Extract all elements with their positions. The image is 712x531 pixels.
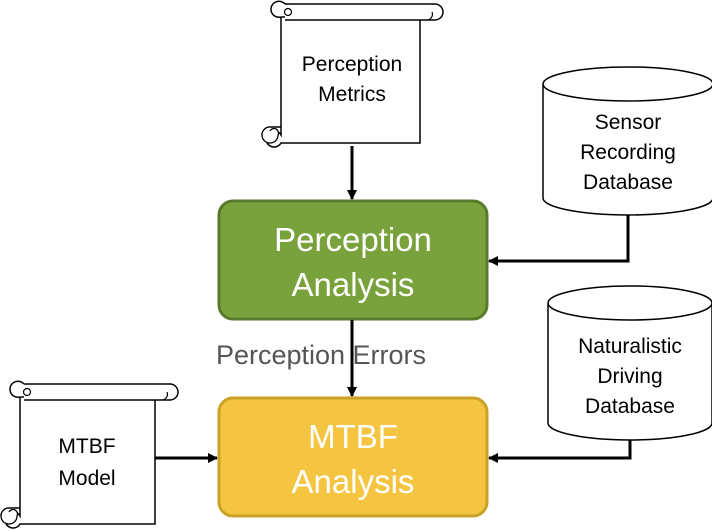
sensor-recording-database-cylinder: Sensor Recording Database: [542, 66, 712, 216]
arrow-naturalistic-db-to-mtbf-analysis: [488, 440, 632, 463]
perception-analysis-label-line2: Analysis: [292, 266, 415, 303]
naturalistic-db-label-line3: Database: [585, 395, 675, 418]
naturalistic-db-label-line1: Naturalistic: [578, 335, 682, 358]
mtbf-analysis-box: MTBF Analysis: [217, 396, 489, 518]
sensor-db-label-line1: Sensor: [595, 111, 662, 134]
perception-analysis-label-line1: Perception: [274, 221, 432, 258]
sensor-db-label-line2: Recording: [580, 141, 676, 164]
perception-analysis-box: Perception Analysis: [217, 199, 489, 321]
mtbf-model-scroll: MTBF Model: [0, 380, 179, 529]
naturalistic-driving-database-cylinder: Naturalistic Driving Database: [547, 285, 712, 441]
mtbf-model-label-line2: Model: [58, 467, 115, 490]
arrow-sensor-db-to-perception-analysis: [488, 215, 630, 266]
perception-analysis-shape: [217, 199, 489, 321]
mtbf-analysis-label-line2: Analysis: [292, 463, 415, 500]
perception-errors-edge-label: Perception Errors: [216, 340, 426, 370]
naturalistic-db-label-line2: Driving: [597, 365, 662, 388]
mtbf-model-label-line1: MTBF: [58, 435, 115, 458]
sensor-db-label-line3: Database: [583, 171, 673, 194]
perception-metrics-label-line2: Metrics: [318, 83, 386, 106]
mtbf-analysis-label-line1: MTBF: [308, 418, 398, 455]
perception-metrics-label-line1: Perception: [302, 53, 402, 76]
perception-metrics-scroll: Perception Metrics: [261, 0, 444, 148]
mtbf-analysis-shape: [217, 396, 489, 518]
